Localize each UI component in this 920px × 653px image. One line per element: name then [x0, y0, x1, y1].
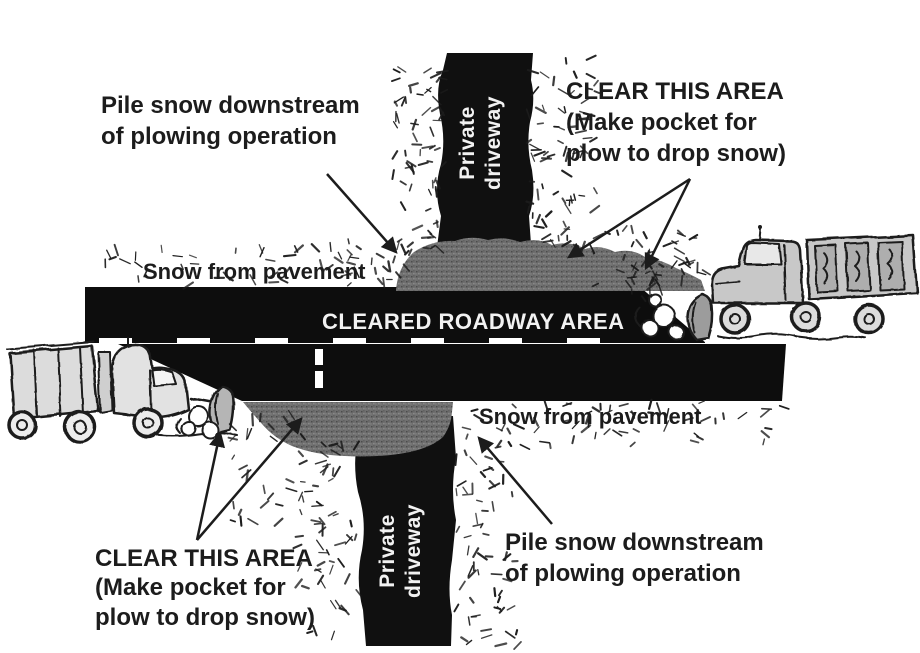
annotation-line: (Make pocket for	[95, 574, 286, 602]
private-driveway-bottom	[355, 416, 456, 646]
driveway-bottom-label: Private driveway	[375, 504, 428, 598]
annotation-line: Pile snow downstream	[101, 92, 360, 119]
arrow-clear-area-bottom-1	[195, 430, 226, 541]
plow-blade-right	[685, 292, 714, 342]
snow-spray-left	[175, 405, 219, 439]
plow-truck-left-icon	[6, 337, 239, 444]
annotation-pile-downstream-bottom: Pile snow downstream of plowing operatio…	[505, 527, 764, 589]
plow-truck-right-icon	[634, 226, 919, 342]
annotation-line: (Make pocket for	[566, 109, 757, 137]
snow-flecks-icon	[104, 54, 790, 650]
road-bottom-lane	[118, 344, 786, 401]
road-top-lane	[85, 287, 706, 343]
arrow-pile-downstream-bottom	[477, 436, 553, 525]
private-driveway-top	[437, 53, 534, 247]
annotation-pile-downstream-top: Pile snow downstream of plowing operatio…	[101, 90, 360, 152]
arrow-pile-downstream-top	[326, 173, 398, 254]
driveway-top-label: Private driveway	[455, 96, 508, 190]
cleared-roadway	[85, 287, 786, 401]
annotation-line: of plowing operation	[505, 560, 741, 588]
annotation-snow-from-pavement-bottom: Snow from pavement	[479, 404, 702, 429]
snow-spray-right	[634, 293, 684, 340]
annotation-line: of plowing operation	[101, 123, 337, 151]
driveway-tick-marks	[315, 349, 323, 388]
driveway-label-line: Private	[455, 106, 479, 180]
driveway-label-line: Private	[375, 514, 399, 588]
snow-pile-bottom	[243, 402, 453, 457]
annotation-line: plow to drop snow)	[95, 603, 315, 631]
annotation-line: CLEAR THIS AREA	[566, 78, 784, 105]
road-label: CLEARED ROADWAY AREA	[322, 309, 625, 334]
arrow-clear-area-bottom-2	[196, 417, 303, 541]
driveway-label-line: driveway	[402, 504, 425, 598]
annotation-line: CLEAR THIS AREA	[95, 545, 313, 572]
driveway-label-line: driveway	[482, 96, 505, 190]
annotation-clear-area-top: CLEAR THIS AREA (Make pocket for plow to…	[566, 76, 786, 170]
arrow-clear-area-top-2	[644, 178, 692, 271]
annotation-snow-from-pavement-top: Snow from pavement	[143, 259, 366, 284]
annotation-line: Pile snow downstream	[505, 529, 764, 556]
annotation-line: plow to drop snow)	[566, 140, 786, 168]
annotation-clear-area-bottom: CLEAR THIS AREA (Make pocket for plow to…	[95, 544, 315, 632]
